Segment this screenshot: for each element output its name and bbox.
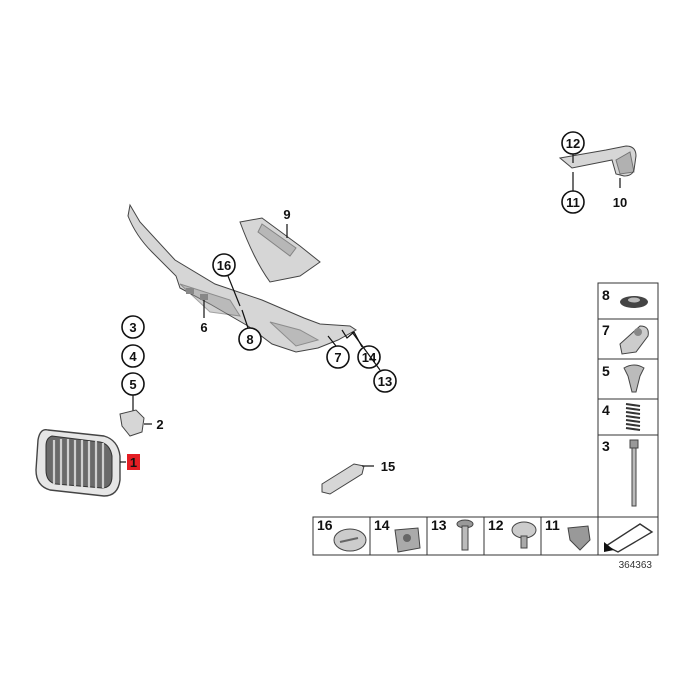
part-15-trim-strip: [321, 463, 365, 495]
callout-13[interactable]: [373, 369, 397, 393]
callout-6-label: 6: [200, 320, 207, 335]
diagram-reference-number: 364363: [619, 560, 653, 571]
callout-9-label: 9: [283, 207, 290, 222]
table-item-13: 13: [431, 517, 447, 533]
part-9-cover-panel: [239, 217, 321, 283]
part-1-kidney-grille: [35, 429, 121, 497]
callout-1-label: 1: [130, 455, 137, 470]
callout-10-label: 10: [613, 195, 627, 210]
callout-16[interactable]: [212, 253, 236, 277]
callout-5-label: 5: [129, 377, 136, 392]
bottom-parts-table: 16 14 13 12 11: [312, 516, 659, 556]
table-item-12: 12: [488, 517, 504, 533]
callout-4-label: 4: [129, 349, 137, 364]
callout-4[interactable]: [121, 344, 145, 368]
expansion-nut-icon: [567, 525, 591, 551]
part-1-highlight-badge[interactable]: [127, 454, 140, 470]
forward-direction-arrow-icon: [604, 523, 654, 553]
table-item-8: 8: [602, 287, 610, 303]
callout-13-label: 13: [378, 374, 392, 389]
spring-icon: [625, 403, 641, 431]
plug-icon: [623, 364, 645, 393]
callout-12-label: 12: [566, 136, 580, 151]
callout-8[interactable]: [238, 327, 262, 351]
callout-7[interactable]: [326, 345, 350, 369]
callout-7-label: 7: [334, 350, 341, 365]
screw-icon: [456, 519, 474, 551]
push-rivet-icon: [511, 521, 537, 549]
table-item-16: 16: [317, 517, 333, 533]
callout-16-label: 16: [217, 258, 231, 273]
callout-15-label: 15: [381, 459, 395, 474]
table-item-11: 11: [545, 517, 560, 533]
callout-3[interactable]: [121, 315, 145, 339]
table-item-7: 7: [602, 322, 610, 338]
part-10-hood-bracket: [558, 145, 637, 177]
table-item-3: 3: [602, 438, 610, 454]
bolt-icon: [629, 439, 639, 507]
callout-3-label: 3: [129, 320, 136, 335]
table-item-5: 5: [602, 363, 610, 379]
part-2-grille-bracket: [119, 409, 145, 437]
side-parts-table: 8 7 5 4 3: [597, 282, 659, 518]
table-item-14: 14: [374, 517, 390, 533]
callout-11-label: 11: [566, 195, 580, 210]
part-6-cowl-panel: [127, 203, 357, 353]
table-item-4: 4: [602, 402, 610, 418]
callout-8-label: 8: [246, 332, 253, 347]
callout-2-label: 2: [156, 417, 163, 432]
